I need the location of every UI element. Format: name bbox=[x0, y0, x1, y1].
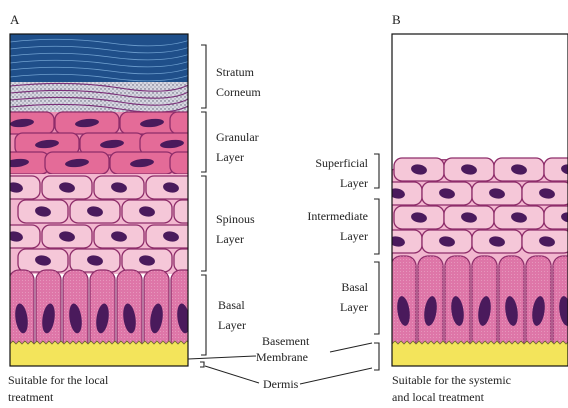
caption-b-line1: Suitable for the systemic bbox=[392, 373, 511, 387]
label-intermediate-line2: Layer bbox=[340, 229, 368, 243]
bracket-superficial bbox=[374, 154, 379, 188]
caption-b-line2: and local treatment bbox=[392, 390, 485, 404]
label-spinous-line1: Spinous bbox=[216, 212, 255, 226]
label-dermis: Dermis bbox=[263, 377, 299, 391]
cell bbox=[174, 249, 224, 272]
label-spinous-line2: Layer bbox=[216, 232, 244, 246]
label-basement-line2: Membrane bbox=[256, 350, 308, 364]
panel-b-letter: B bbox=[392, 12, 401, 27]
bracket-basal bbox=[201, 275, 206, 355]
cell-nucleus bbox=[190, 118, 215, 128]
bracket-basal-b bbox=[374, 262, 379, 334]
label-granular-line2: Layer bbox=[216, 150, 244, 164]
panel-b-cell-layers bbox=[372, 158, 568, 360]
panel-a-tissue bbox=[0, 34, 234, 370]
leader-dermis-b bbox=[300, 368, 372, 384]
panel-b-tissue bbox=[372, 34, 568, 370]
panel-a-brackets bbox=[200, 45, 206, 367]
label-superficial-line1: Superficial bbox=[315, 156, 368, 170]
spinous-layer bbox=[0, 174, 224, 274]
label-stratum-corneum-line1: Stratum bbox=[216, 65, 255, 79]
caption-a-line1: Suitable for the local bbox=[8, 373, 109, 387]
label-stratum-corneum-line2: Corneum bbox=[216, 85, 261, 99]
panel-a-letter: A bbox=[10, 12, 20, 27]
leader-dermis-a bbox=[205, 366, 259, 383]
label-superficial-line2: Layer bbox=[340, 176, 368, 190]
stratum-corneum-layer bbox=[10, 34, 190, 112]
label-intermediate-line1: Intermediate bbox=[307, 209, 368, 223]
panel-b-brackets bbox=[374, 154, 379, 370]
cell-nucleus bbox=[190, 205, 207, 218]
label-basal-a-line1: Basal bbox=[218, 298, 245, 312]
bracket-membrane-dermis-b bbox=[374, 343, 379, 370]
cell-nucleus bbox=[190, 158, 215, 168]
label-granular-line1: Granular bbox=[216, 130, 259, 144]
caption-a-line2: treatment bbox=[8, 390, 54, 404]
shared-labels: Basement Membrane Dermis bbox=[188, 334, 372, 391]
label-basement-line1: Basement bbox=[262, 334, 310, 348]
bracket-spinous bbox=[201, 176, 206, 271]
bracket-intermediate bbox=[374, 199, 379, 254]
label-basal-b-line2: Layer bbox=[340, 300, 368, 314]
bracket-granular bbox=[201, 112, 206, 172]
granular-layer bbox=[0, 112, 234, 174]
label-basal-b-line1: Basal bbox=[341, 280, 368, 294]
bracket-stratum-corneum bbox=[201, 45, 206, 108]
cell-nucleus bbox=[190, 254, 207, 267]
leader-membrane-a bbox=[188, 356, 256, 359]
panel-a-labels: Stratum Corneum Granular Layer Spinous L… bbox=[216, 65, 261, 332]
panel-b-labels: Superficial Layer Intermediate Layer Bas… bbox=[307, 156, 368, 314]
corneum-light-band bbox=[10, 82, 188, 112]
label-basal-a-line2: Layer bbox=[218, 318, 246, 332]
bracket-dermis-a bbox=[200, 362, 204, 367]
captions: Suitable for the local treatment Suitabl… bbox=[8, 373, 511, 404]
leader-membrane-b bbox=[330, 343, 372, 352]
